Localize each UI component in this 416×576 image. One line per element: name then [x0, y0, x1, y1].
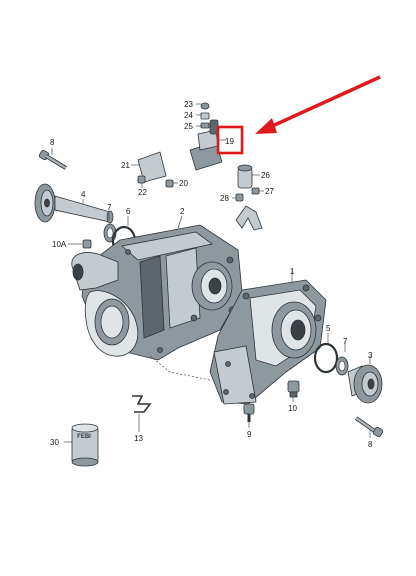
- ring-25: [196, 122, 210, 129]
- label-part-26: 26: [261, 171, 270, 180]
- spring-24: [196, 112, 210, 120]
- screw-23: [196, 102, 210, 110]
- red-pointer-arrow: [255, 75, 381, 134]
- flange-3-right: [347, 356, 383, 404]
- screw-28: [232, 193, 244, 202]
- label-part-4: 4: [81, 190, 86, 199]
- clip-13: [132, 395, 152, 432]
- label-part-1: 1: [290, 267, 295, 276]
- label-part-8-right: 8: [368, 440, 373, 449]
- seal-ring-7-right: [335, 341, 349, 376]
- label-part-30: 30: [50, 438, 59, 447]
- detent-plunger-26: [237, 164, 260, 189]
- flange-shaft-4: [34, 183, 114, 224]
- label-part-27: 27: [265, 187, 274, 196]
- bolt-8-right: [354, 416, 384, 438]
- label-part-8-left: 8: [50, 138, 55, 147]
- gearbox-housing-2: [71, 215, 243, 381]
- label-part-10a: 10A: [52, 240, 67, 249]
- highlight-box-part-19: [216, 125, 244, 155]
- label-part-24: 24: [184, 111, 193, 120]
- label-part-19: 19: [225, 137, 234, 146]
- label-part-13: 13: [134, 434, 143, 443]
- label-part-21: 21: [121, 161, 130, 170]
- label-part-22: 22: [138, 188, 147, 197]
- label-part-20: 20: [179, 179, 188, 188]
- label-part-5: 5: [326, 324, 331, 333]
- shift-fork: [235, 205, 263, 231]
- plug-10: [287, 380, 300, 402]
- label-part-9: 9: [247, 430, 252, 439]
- bolt-22: [137, 175, 146, 188]
- label-part-6: 6: [126, 207, 131, 216]
- label-part-28: 28: [220, 194, 229, 203]
- bolt-8-left: [38, 148, 68, 170]
- label-part-7-right: 7: [343, 337, 348, 346]
- screw-20: [165, 179, 178, 188]
- label-part-25: 25: [184, 122, 193, 131]
- bracket-21: [131, 151, 167, 183]
- label-part-2: 2: [180, 207, 185, 216]
- oil-filter-30: FEBI: [64, 423, 99, 467]
- plug-10a: [68, 239, 92, 249]
- label-part-10: 10: [288, 404, 297, 413]
- label-part-7-left: 7: [107, 203, 112, 212]
- filter-brand-print: FEBI: [77, 434, 91, 440]
- part-labels: 1 2 3 4 5 6 7 7 8 8 9 10 10A 13 19 20 21…: [50, 100, 373, 449]
- bolt-9: [243, 403, 255, 428]
- label-part-23: 23: [184, 100, 193, 109]
- o-ring-5-right: [313, 333, 339, 374]
- pin-27: [251, 187, 264, 195]
- housing-cover-1: [209, 270, 327, 405]
- label-part-3: 3: [368, 351, 373, 360]
